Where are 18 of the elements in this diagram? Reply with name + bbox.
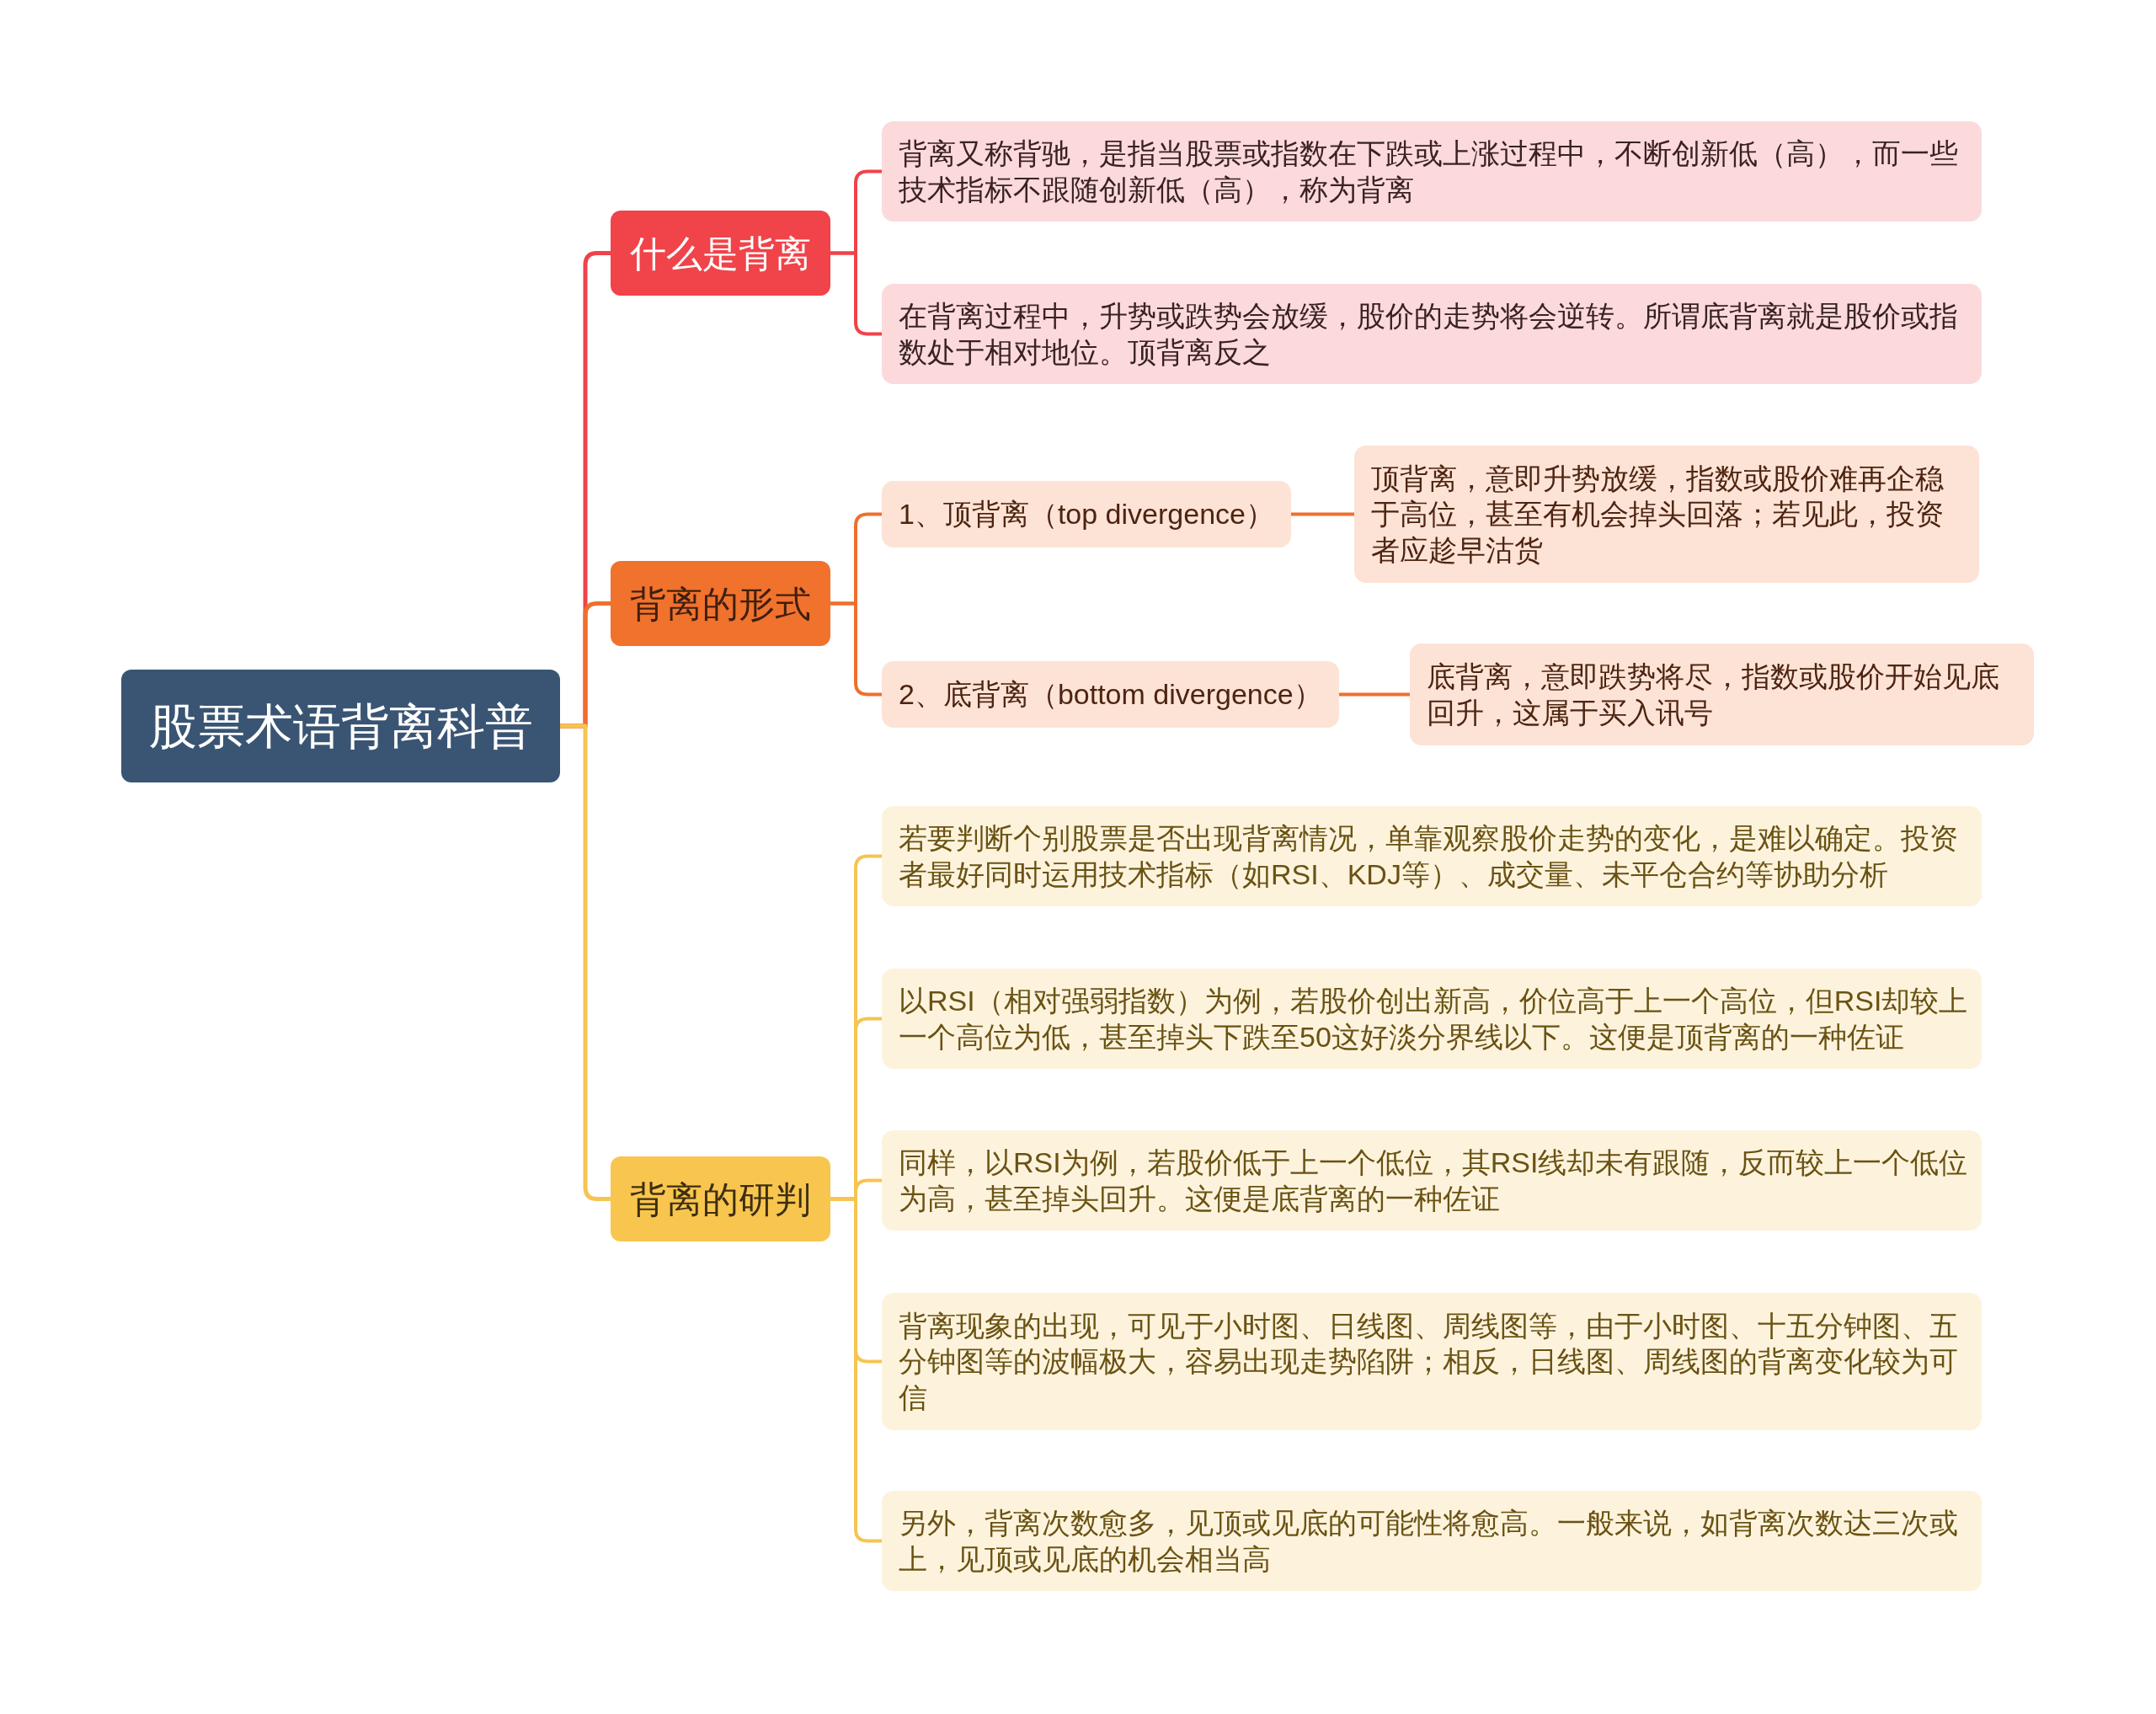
note-box: 同样，以RSI为例，若股价低于上一个低位，其RSI线却未有跟随，反而较上一个低位为高，甚至掉头回升。这便是底背离的一种佐证 [882,1130,1982,1231]
connector-line [1338,692,1410,697]
topic-box: 股票术语背离科普 [121,670,560,782]
note-box: 背离现象的出现，可见于小时图、日线图、周线图等，由于小时图、十五分钟图、五分钟图等的波幅极大，容易出现走势陷阱；相反，日线图、周线图的背离变化较为可信 [882,1293,1982,1430]
note-box: 背离又称背驰，是指当股票或指数在下跌或上涨过程中，不断创新低（高），而一些技术指标不跟随创新低（高），称为背离 [882,121,1982,222]
note-box: 顶背离，意即升势放缓，指数或股价难再企稳于高位，甚至有机会掉头回落；若见此，投资者应趁早沽货 [1354,446,1979,583]
connector-line [1290,512,1354,516]
branch-box: 什么是背离 [611,211,830,296]
item-box: 2、底背离（bottom divergence） [882,661,1339,728]
branch-box: 背离的形式 [611,561,830,646]
branch-box: 背离的研判 [611,1156,830,1241]
connector-line [560,724,611,1201]
note-box: 若要判断个别股票是否出现背离情况，单靠观察股价走势的变化，是难以确定。投资者最好同时运用技术指标（如RSI、KDJ等）、成交量、未平仓合约等协助分析 [882,806,1982,906]
note-box: 另外，背离次数愈多，见顶或见底的可能性将愈高。一般来说，如背离次数达三次或上，见顶或见底的机会相当高 [882,1491,1982,1591]
note-box: 以RSI（相对强弱指数）为例，若股价创出新高，价位高于上一个高位，但RSI却较上一个高位为低，甚至掉头下跌至50这好淡分界线以下。这便是顶背离的一种佐证 [882,969,1982,1069]
note-box: 在背离过程中，升势或跌势会放缓，股价的走势将会逆转。所谓底背离就是股价或指数处于相对地位。顶背离反之 [882,284,1982,384]
note-box: 底背离，意即跌势将尽，指数或股价开始见底回升，这属于买入讯号 [1410,643,2034,745]
item-box: 1、顶背离（top divergence） [882,481,1291,547]
